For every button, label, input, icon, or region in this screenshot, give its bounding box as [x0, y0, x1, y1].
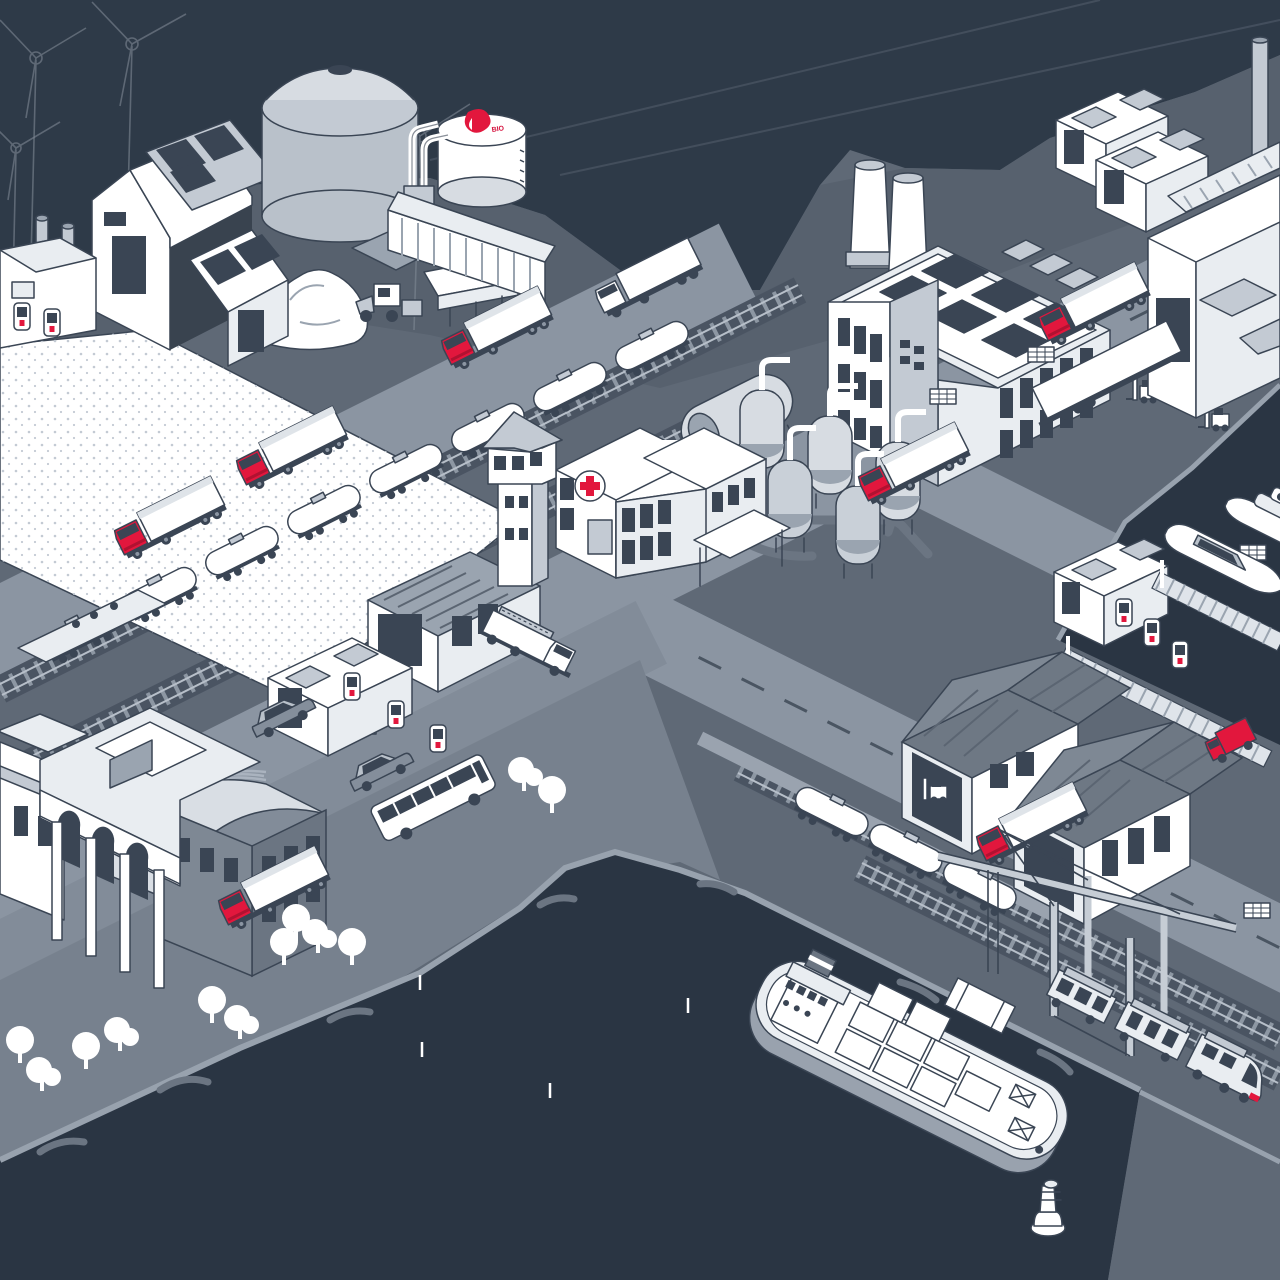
fuel-station	[1053, 538, 1189, 669]
conveyor-building	[351, 191, 556, 303]
solar-barn	[91, 119, 289, 367]
marina-water	[1058, 385, 1280, 745]
roof-conveyor	[1167, 141, 1280, 213]
street-lamps	[418, 975, 690, 1098]
factory-dock-trailer	[1031, 320, 1183, 428]
bio-drop-logo	[464, 108, 491, 133]
corner-quay	[1108, 1090, 1280, 1280]
corner-quay-edge	[1138, 1089, 1280, 1165]
locomotive-train	[1045, 966, 1263, 1103]
pallet-stack	[1027, 346, 1055, 363]
front-loader	[355, 283, 401, 322]
barn-solar-panels	[156, 125, 244, 193]
locomotive-cab	[1185, 1029, 1263, 1103]
city-bus	[370, 754, 496, 842]
tank-row	[705, 357, 926, 579]
museum	[0, 707, 327, 989]
deck-hatches	[1007, 1083, 1044, 1154]
hospital-windows	[560, 478, 755, 564]
hospital	[555, 427, 791, 587]
warehouses	[900, 651, 1244, 925]
power-lines	[429, 0, 1280, 176]
bio-tank: BIO	[437, 108, 527, 208]
watch-tower	[481, 411, 563, 587]
biogas-tanks: BIO	[261, 65, 527, 243]
harbour-water	[0, 852, 1140, 1280]
shed-solar-panels	[200, 234, 280, 285]
ship-bridge	[770, 948, 852, 1044]
waterfront-road	[0, 601, 667, 998]
ship-containers	[834, 981, 1002, 1112]
fire-ladder-truck	[479, 605, 577, 679]
small-platform	[17, 589, 167, 663]
pallet-stack	[929, 388, 957, 405]
coast-rocks	[36, 880, 1074, 1156]
red-cross-sign	[574, 470, 606, 502]
hospital-canopy	[693, 509, 791, 587]
buoy	[1030, 1179, 1066, 1237]
container-ship	[748, 948, 1069, 1174]
logistics-factory	[1147, 36, 1280, 419]
yacht	[1164, 523, 1280, 594]
museum-colonnade	[39, 707, 261, 989]
fuel-mini-plant	[0, 214, 97, 349]
bio-logo-text: BIO	[491, 125, 505, 134]
pallet-stack	[1243, 902, 1271, 919]
cruise-boat	[1224, 486, 1280, 573]
road-markings	[697, 655, 1280, 950]
hanging-container	[943, 977, 1016, 1035]
